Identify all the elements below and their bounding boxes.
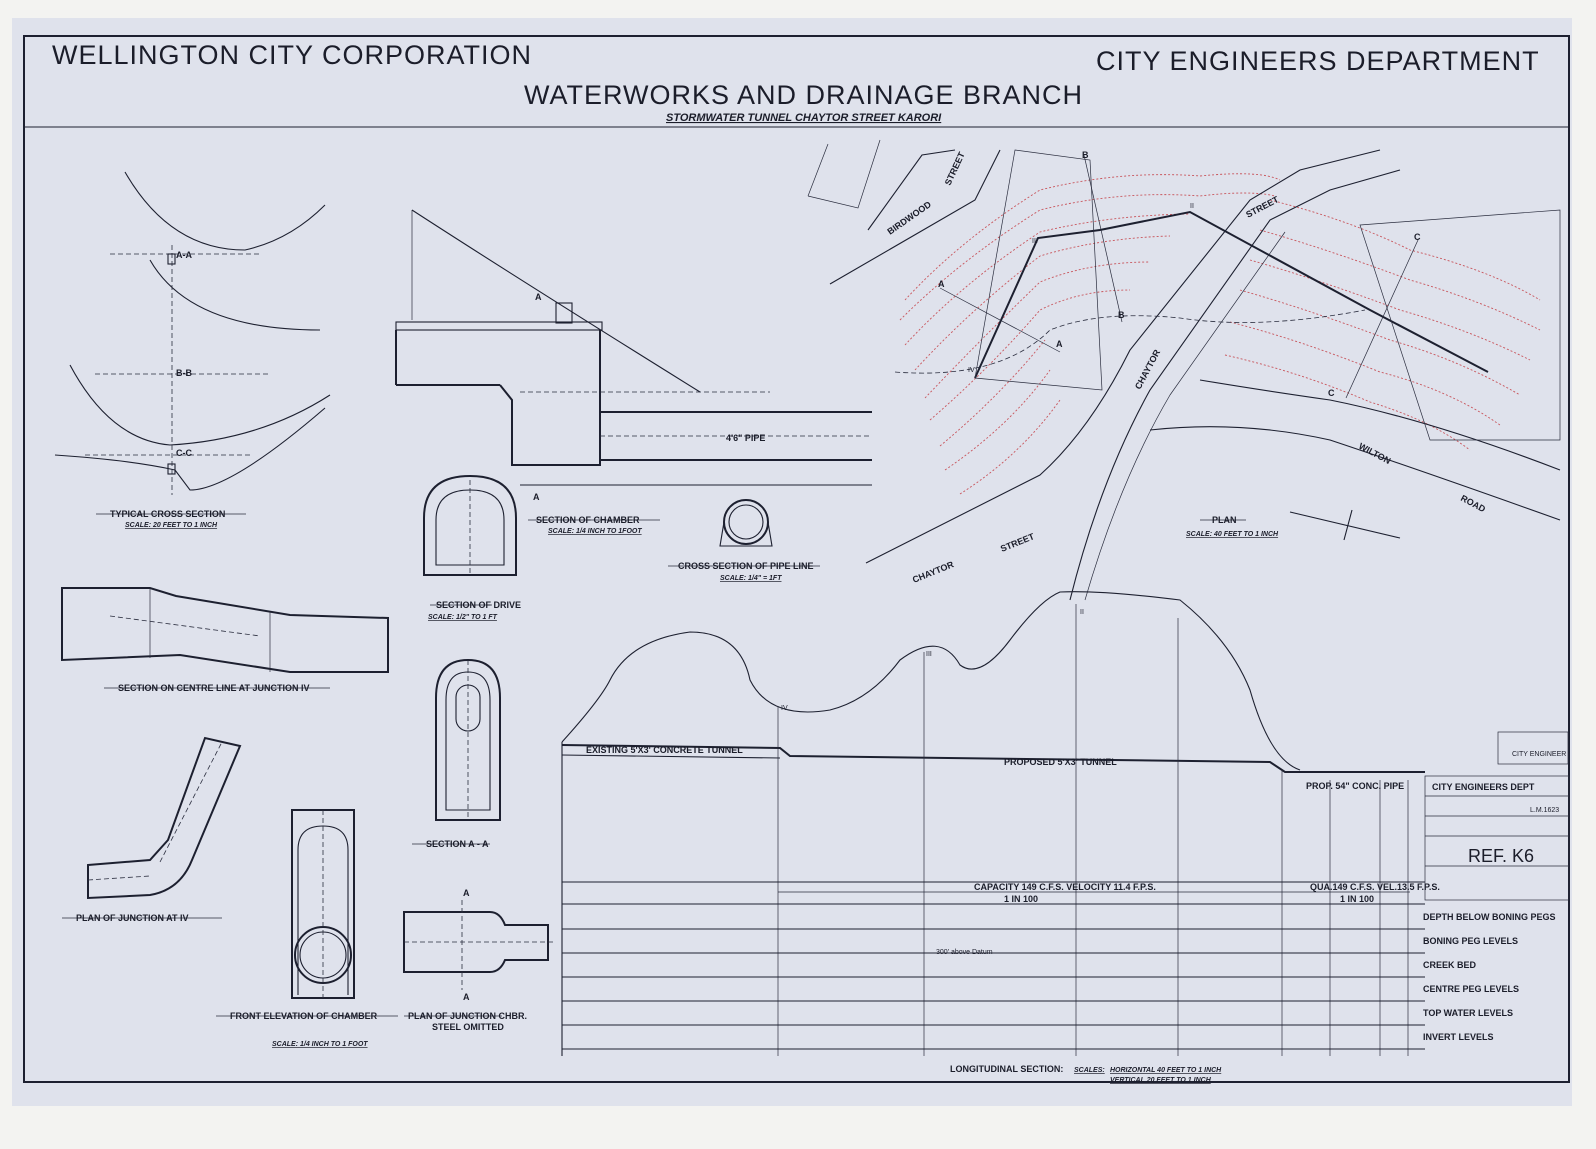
front-elevation: FRONT ELEVATION OF CHAMBER SCALE: 1/4 IN… (216, 809, 398, 1048)
section-aa: SECTION A - A (412, 658, 501, 849)
profile-point-iii: III (926, 651, 932, 658)
plan-junction-label: PLAN OF JUNCTION AT IV (76, 913, 189, 923)
pipe-size-label: 4'6" PIPE (726, 433, 765, 443)
row-invert: INVERT LEVELS (1423, 1032, 1494, 1042)
junction-section: SECTION ON CENTRE LINE AT JUNCTION IV (61, 587, 389, 693)
plan-mark-a1: A (938, 279, 945, 289)
typical-cross-section: A-A B-B C-C TYPICAL CROSS SECTION SCALE:… (54, 171, 331, 529)
grade2-label: 1 IN 100 (1340, 894, 1374, 904)
chbr-mark-a-top: A (463, 888, 470, 898)
mark-b-b: B-B (176, 368, 192, 378)
pipe-line-section: CROSS SECTION OF PIPE LINE SCALE: 1/4" =… (668, 499, 820, 582)
chbr-note: STEEL OMITTED (432, 1022, 504, 1032)
mark-c-c: C-C (176, 448, 192, 458)
row-boning: BONING PEG LEVELS (1423, 936, 1518, 946)
chamber-mark-a-bottom: A (533, 492, 540, 502)
street-birdwood-2: STREET (943, 150, 967, 187)
corporation-title: WELLINGTON CITY CORPORATION (52, 40, 532, 70)
longitudinal-label: LONGITUDINAL SECTION: (950, 1064, 1063, 1074)
pipe-line-label: CROSS SECTION OF PIPE LINE (678, 561, 814, 571)
row-creek: CREEK BED (1423, 960, 1477, 970)
plan-point-ii: II (1190, 203, 1194, 210)
row-centre: CENTRE PEG LEVELS (1423, 984, 1519, 994)
section-aa-label: SECTION A - A (426, 839, 489, 849)
vertical-scale: VERTICAL 20 FEET TO 1 INCH (1110, 1077, 1212, 1084)
department-title: CITY ENGINEERS DEPARTMENT (1096, 46, 1540, 76)
chamber-section: 4'6" PIPE A A SECTION OF CHAMBER SCALE: … (395, 209, 872, 535)
datum-label: 300' above Datum (936, 949, 993, 956)
row-top-water: TOP WATER LEVELS (1423, 1008, 1513, 1018)
plan-junction-iv: PLAN OF JUNCTION AT IV (62, 736, 242, 923)
road-wilton: WILTON (1357, 441, 1392, 466)
plan-point-iv: IV (968, 367, 975, 374)
office-label: CITY ENGINEERS DEPT (1432, 782, 1535, 792)
profile-point-ii: II (1080, 609, 1084, 616)
grade-label: 1 IN 100 (1004, 894, 1038, 904)
plan-mark-c2: C (1328, 388, 1335, 398)
scales-label: SCALES: (1074, 1067, 1105, 1074)
cross-section-scale: SCALE: 20 FEET TO 1 INCH (125, 522, 218, 529)
chamber-label: SECTION OF CHAMBER (536, 515, 640, 525)
plan-mark-b2: B (1118, 310, 1125, 320)
horizontal-scale: HORIZONTAL 40 FEET TO 1 INCH (1110, 1067, 1222, 1074)
plan-label: PLAN (1212, 515, 1237, 525)
street-chaytor-upper-2: STREET (1244, 194, 1280, 220)
road-wilton-2: ROAD (1459, 493, 1488, 515)
drive-scale: SCALE: 1/2" TO 1 FT (428, 614, 498, 621)
approved-label: CITY ENGINEER (1512, 751, 1566, 758)
proposed-tunnel-label: PROPOSED 5'X3' TUNNEL (1004, 757, 1117, 767)
plan-point-iii: III (1032, 238, 1038, 245)
outer-border (23, 35, 1570, 1083)
capacity-label: CAPACITY 149 C.F.S. VELOCITY 11.4 F.P.S. (974, 882, 1156, 892)
plan-scale: SCALE: 40 FEET TO 1 INCH (1186, 531, 1279, 538)
ref-label: REF. K6 (1468, 846, 1534, 866)
plan-junction-chbr: A A PLAN OF JUNCTION CHBR. STEEL OMITTED (403, 888, 556, 1032)
chbr-label: PLAN OF JUNCTION CHBR. (408, 1011, 527, 1021)
ref-no-label: L.M.1623 (1530, 807, 1559, 814)
street-chaytor-lower-2: STREET (999, 531, 1036, 554)
drive-section: SECTION OF DRIVE SCALE: 1/2" TO 1 FT (423, 474, 521, 621)
chamber-mark-a-top: A (535, 292, 542, 302)
plan-mark-a2: A (1056, 339, 1063, 349)
street-chaytor-upper: CHAYTOR (1133, 347, 1162, 391)
site-plan: A A B B C C II III IV BIRDWOOD STREET CH… (807, 139, 1561, 601)
existing-tunnel-label: EXISTING 5'X3' CONCRETE TUNNEL (586, 745, 743, 755)
proposed-pipe-label: PROP. 54" CONC. PIPE (1306, 781, 1404, 791)
cross-section-label: TYPICAL CROSS SECTION (110, 509, 225, 519)
plan-mark-c1: C (1414, 232, 1421, 242)
street-birdwood: BIRDWOOD (885, 199, 933, 237)
front-elevation-label: FRONT ELEVATION OF CHAMBER (230, 1011, 378, 1021)
front-elevation-scale: SCALE: 1/4 INCH TO 1 FOOT (272, 1041, 368, 1048)
longitudinal-section: EXISTING 5'X3' CONCRETE TUNNEL PROPOSED … (561, 591, 1556, 1084)
chbr-mark-a-bottom: A (463, 992, 470, 1002)
mark-a-a: A-A (176, 250, 192, 260)
capacity2-label: QUA.149 C.F.S. VEL.13.5 F.P.S. (1310, 882, 1440, 892)
junction-section-label: SECTION ON CENTRE LINE AT JUNCTION IV (118, 683, 310, 693)
branch-title: WATERWORKS AND DRAINAGE BRANCH (524, 80, 1083, 110)
profile-point-iv: IV (781, 705, 788, 712)
drive-label: SECTION OF DRIVE (436, 600, 521, 610)
pipe-line-scale: SCALE: 1/4" = 1FT (720, 575, 782, 582)
chamber-scale: SCALE: 1/4 INCH TO 1FOOT (548, 528, 642, 535)
plan-mark-b1: B (1082, 150, 1089, 160)
title-block: CITY ENGINEER CITY ENGINEERS DEPT L.M.16… (1424, 731, 1570, 901)
street-chaytor-lower: CHAYTOR (911, 559, 956, 585)
drawing-subtitle: STORMWATER TUNNEL CHAYTOR STREET KARORI (666, 112, 942, 124)
row-depth: DEPTH BELOW BONING PEGS (1423, 912, 1556, 922)
